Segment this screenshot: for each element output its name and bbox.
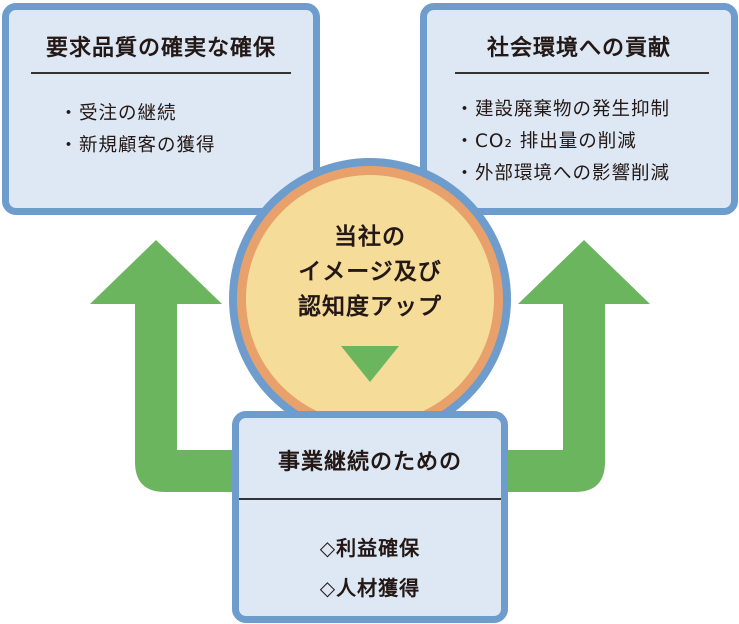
list-item: ・新規顧客の獲得	[59, 130, 216, 162]
list-item: ◇利益確保	[319, 536, 421, 560]
business-continuity-box: 事業継続のための ◇利益確保 ◇人材獲得	[232, 411, 508, 623]
list-item: ・受注の継続	[59, 98, 216, 130]
list-item-text: 外部環境への影響削減	[475, 163, 671, 184]
center-line: イメージ及び	[298, 259, 442, 285]
list-item: ・建設廃棄物の発生抑制	[455, 94, 670, 126]
left-up-arrow	[90, 240, 240, 492]
bullet-dot: ・	[455, 131, 475, 152]
divider	[455, 72, 709, 74]
list-item: ・外部環境への影響削減	[455, 158, 670, 190]
business-continuity-title: 事業継続のための	[277, 450, 462, 475]
quality-assurance-list: ・受注の継続 ・新規顧客の獲得	[59, 98, 216, 162]
bullet-dot: ・	[59, 135, 79, 156]
list-item-text: 建設廃棄物の発生抑制	[475, 99, 671, 120]
divider	[239, 498, 501, 500]
list-item: ◇人材獲得	[319, 576, 421, 600]
list-item-text: 受注の継続	[79, 103, 177, 124]
center-circle: 当社の イメージ及び 認知度アップ	[229, 158, 511, 440]
down-arrow-icon	[341, 346, 399, 382]
quality-assurance-title: 要求品質の確実な確保	[45, 36, 276, 61]
list-item: ・CO₂ 排出量の削減	[455, 126, 670, 158]
social-contribution-box: 社会環境への貢献 ・建設廃棄物の発生抑制 ・CO₂ 排出量の削減 ・外部環境への…	[420, 3, 738, 215]
bullet-dot: ・	[455, 99, 475, 120]
center-line: 当社の	[334, 224, 406, 250]
social-contribution-list: ・建設廃棄物の発生抑制 ・CO₂ 排出量の削減 ・外部環境への影響削減	[455, 94, 670, 190]
divider	[31, 72, 291, 74]
business-continuity-list: ◇利益確保 ◇人材獲得	[239, 528, 501, 608]
list-item-text: CO₂ 排出量の削減	[475, 131, 637, 152]
center-line: 認知度アップ	[298, 294, 442, 320]
social-contribution-title: 社会環境への貢献	[486, 36, 671, 61]
list-item-text: 新規顧客の獲得	[79, 135, 216, 156]
quality-assurance-box: 要求品質の確実な確保 ・受注の継続 ・新規顧客の獲得	[2, 3, 320, 215]
right-up-arrow	[500, 240, 650, 492]
bullet-dot: ・	[455, 163, 475, 184]
center-circle-text: 当社の イメージ及び 認知度アップ	[229, 220, 511, 325]
bullet-dot: ・	[59, 103, 79, 124]
